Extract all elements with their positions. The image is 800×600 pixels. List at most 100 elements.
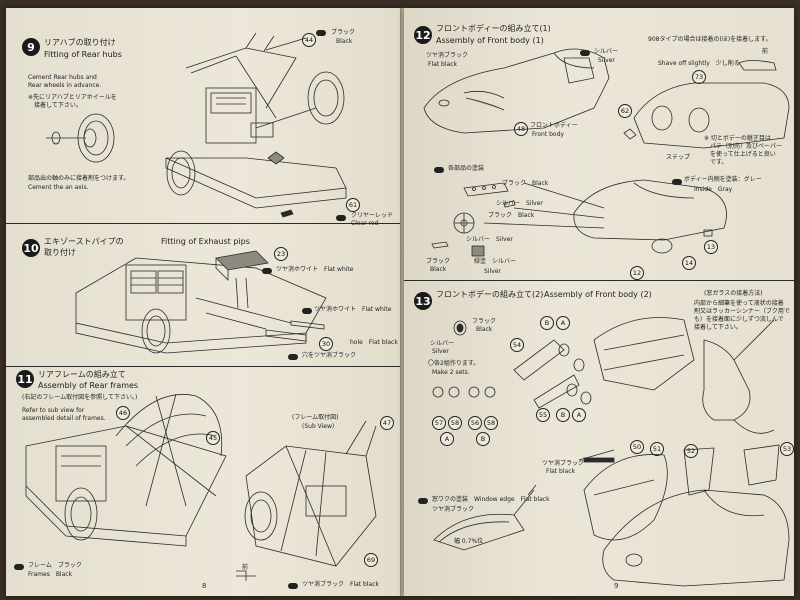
sec13-window-fb2: ツヤ消ブラック [432,506,475,513]
sec13-window-edge: 窓ワクの塗装 Window edge Flat black [432,496,550,503]
sec13-silver-en: Silver [432,348,449,355]
sec13-title-jp: フロントボデーの組み立て(2) [436,290,544,299]
front-body-diagram-2 [432,317,790,587]
part-number-23: 23 [274,247,288,261]
sec12-paint-green: 緑塗 シルバー [474,258,517,265]
part-number-58-b: 58 [484,416,498,430]
color-chip-icon [316,30,326,36]
right-page: 12 フロントボディーの組み立て(1) Assembly of Front bo… [404,8,794,596]
sec13-fb-en: Black [476,326,493,333]
color-chip-icon [288,354,298,360]
sec11-note-en-1: Refer to sub view for [22,407,85,414]
step-number-12: 12 [414,26,432,44]
sec12-silver-en: Silver [598,57,615,64]
sec13-silver-jp: シルバー [430,340,455,347]
sec13-lens-note-title: (窓ガラスの接着方法) [704,290,763,297]
sec10-title-jp-2: 取り付け [44,248,76,257]
left-page: 9 リアハブの取り付け Fitting of Rear hubs Cement … [6,8,402,596]
part-number-56: 56 [468,416,482,430]
sec9-note-jp-2: 接着して下さい。 [34,102,82,109]
sec13-lens-note-1: 内部から細筆を使って液状の接着 [694,300,784,307]
sec13-title-en: Assembly of Front body (2) [544,290,652,299]
sec12-note-908: 908タイプの場合は接着の(ほ)を接着します。 [648,36,772,43]
sec12-step-note-2: パテ（別売）及びペーパー [710,143,782,150]
label-b-2: B [556,408,570,422]
sec9-color2-jp: クリヤーレッド [351,212,394,219]
section-10-exhaust-pipes: 10 エキゾーストパイプの 取り付け Fitting of Exhaust pi… [6,223,402,367]
page-number-left: 8 [202,582,207,590]
sec12-fb-en: Flat black [428,61,457,68]
part-number-69: 69 [364,553,378,567]
sec13-make2-jp: 〇各2組作ります。 [428,360,480,367]
section-12-front-body-1: 12 フロントボディーの組み立て(1) Assembly of Front bo… [404,8,794,281]
sec12-step-label: ステップ [666,154,691,161]
sec13-width-note: 幅 0.7%位 [454,538,484,545]
sec9-axis-jp: 部品出の軸のみに接着剤をつけます。 [28,175,130,182]
sec10-title-jp-1: エキゾーストパイプの [44,237,124,246]
sec11-frame-jp: フレーム ブラック [28,562,82,569]
sec13-window-fb-en: Flat black [546,468,575,475]
section-9-rear-hubs: 9 リアハブの取り付け Fitting of Rear hubs Cement … [6,8,402,227]
color-chip-icon [302,308,312,314]
sec13-fb-jp: フラック [472,318,497,325]
part-number-30: 30 [319,337,333,351]
sec10-color1: ツヤ消ホワイト Flat white [276,266,354,273]
sec11-frame-en: Frames Black [28,571,73,578]
sec10-color2: ツヤ消ホワイト Flat white [314,306,392,313]
color-chip-icon [418,498,428,504]
sec12-paint-silver1: シルバー Silver [496,200,543,207]
part-number-55: 55 [536,408,550,422]
sec10-title-en: Fitting of Exhaust pips [161,237,250,246]
label-a-2: A [572,408,586,422]
part-number-48: 48 [514,122,528,136]
sec11-sub-jp: (フレーム取付図) [292,414,339,421]
rear-frame-diagram [25,393,377,581]
sec12-inside-jp: ボディー内側を塗装：グレー [684,176,762,183]
part-number-54: 54 [510,338,524,352]
label-b-1: B [540,316,554,330]
part-number-53: 53 [780,442,794,456]
sec11-note-jp: (右記のフレーム取付図を参照して下さい。) [22,394,138,401]
part-number-61: 61 [346,198,360,212]
sec12-title-en: Assembly of Front body (1) [436,36,544,45]
part-number-46: 46 [116,406,130,420]
sec10-color4: 穴をツヤ消ブラック [302,352,357,359]
sec9-color1-en: Black [336,38,353,45]
step-number-11: 11 [16,370,34,388]
sec12-paint-silver3: Silver [484,268,501,275]
sec12-paint-black3-jp: ブラック [426,258,451,265]
part-number-13: 13 [704,240,718,254]
sec12-fb-jp: ツヤ消ブラック [426,52,469,59]
page-number-right: 9 [614,582,619,590]
part-number-44: 44 [302,33,316,47]
sec12-body-en: Front body [532,131,564,138]
sec12-body-jp: フロントボディー [530,122,578,129]
part-number-12: 12 [630,266,644,280]
sec12-front-label: 前 [762,48,769,55]
sec12-paint-black3-en: Black [430,266,447,273]
sec11-title-en: Assembly of Rear frames [38,381,139,390]
sec9-axis-en: Cement the an axis. [28,184,89,191]
part-number-62: 62 [618,104,632,118]
sec12-step-note-4: です。 [710,159,728,166]
sec9-note-en-1: Cement Rear hubs and [28,74,97,81]
sec11-title-jp: リアフレームの組み立て [38,370,126,379]
step-number-10: 10 [22,239,40,257]
section-11-rear-frames: 11 リアフレームの組み立て Assembly of Rear frames (… [6,366,402,596]
sec12-step-note-3: を使って仕上げると良い [710,151,776,158]
exhaust-pipe-diagram [75,250,327,354]
color-chip-icon [288,583,298,589]
section-13-front-body-2: 13 フロントボデーの組み立て(2) Assembly of Front bod… [404,280,794,596]
color-chip-icon [262,268,272,274]
sec11-bottom-color: ツヤ消ブラック Flat black [302,581,379,588]
sec13-make2-en: Make 2 sets. [432,369,470,376]
color-chip-icon [580,50,590,56]
step-number-13: 13 [414,292,432,310]
label-a-3: A [440,432,454,446]
sec9-color2-en: Clear red [351,220,379,227]
part-number-50: 50 [630,440,644,454]
sec10-color3: hole Flat black [350,339,398,346]
sec12-title-jp: フロントボディーの組み立て(1) [436,24,551,33]
part-number-57: 57 [432,416,446,430]
step-number-9: 9 [22,38,40,56]
